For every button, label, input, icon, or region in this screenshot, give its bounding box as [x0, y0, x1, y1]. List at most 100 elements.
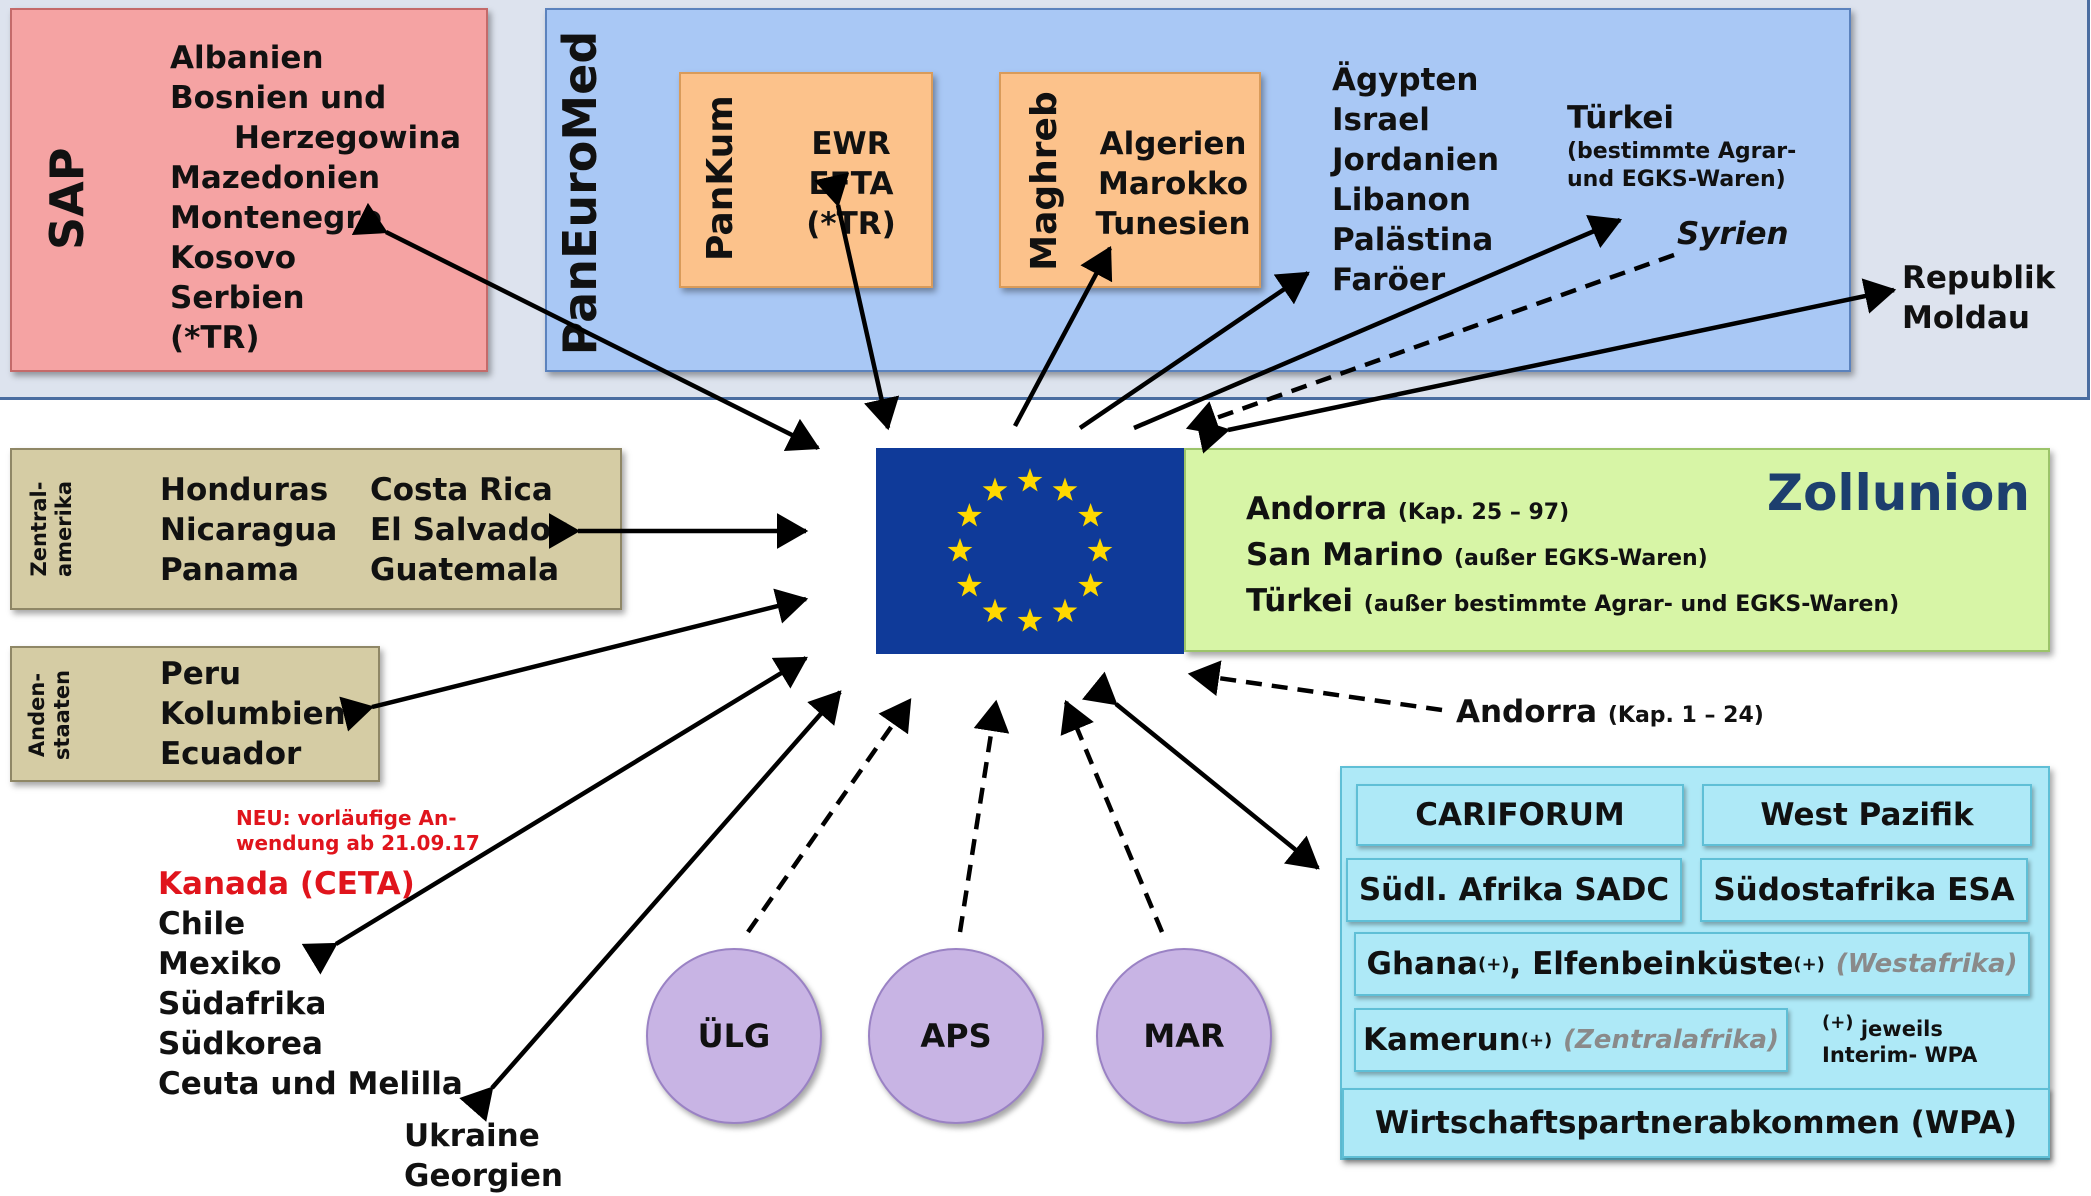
zentralamerika-col2: Costa Rica El Salvador Guatemala: [370, 470, 566, 590]
sap-country: Albanien: [170, 40, 324, 76]
andorra-kap-label: Andorra (Kap. 1 – 24): [1456, 694, 1764, 730]
zentralamerika-label: Zentral- amerika: [27, 481, 76, 577]
sap-country: Serbien: [170, 280, 305, 316]
pankum-label: PanKum: [700, 95, 741, 261]
zentralafrika-box: Kamerun(+) (Zentralafrika): [1354, 1008, 1788, 1072]
med-country: Jordanien: [1332, 142, 1500, 178]
interim-note: (+) jeweils Interim- WPA: [1822, 1012, 1978, 1067]
maghreb-member: Tunesien: [1095, 206, 1251, 242]
neu-note: NEU: vorläufige An- wendung ab 21.09.17: [236, 806, 480, 855]
za-country: Panama: [160, 552, 300, 588]
eu-star-icon: [1087, 538, 1113, 562]
zentralamerika-col1: Honduras Nicaragua Panama: [160, 470, 337, 590]
med-country: Ägypten: [1332, 62, 1479, 98]
kanada-label: Kanada (CETA): [158, 866, 415, 902]
maghreb-label: Maghreb: [1024, 91, 1065, 271]
zollunion-row: Andorra (Kap. 25 – 97): [1246, 491, 1570, 527]
mediterranean-country-list: Ägypten Israel Jordanien Libanon Palästi…: [1332, 60, 1499, 300]
zollunion-row: Türkei (außer bestimmte Agrar- und EGKS-…: [1246, 583, 1900, 619]
fta-country: Südafrika: [158, 986, 327, 1022]
zollunion-box: Zollunion Andorra (Kap. 25 – 97) San Mar…: [1184, 448, 2050, 652]
med-country: Israel: [1332, 102, 1430, 138]
paneuromed-box: PanEuroMed PanKum EWR EFTA (*TR) Maghreb…: [545, 8, 1851, 372]
anden-country: Kolumbien: [160, 696, 346, 732]
za-country: El Salvador: [370, 512, 567, 548]
eu-star-icon: [1078, 503, 1103, 527]
sap-box: SAP Albanien Bosnien und Herzegowina Maz…: [10, 8, 488, 372]
sap-country: Mazedonien: [170, 160, 381, 196]
andenstaaten-box: Anden- staaten Peru Kolumbien Ecuador: [10, 646, 380, 782]
eu-star-icon: [957, 503, 982, 527]
arrow-mar: [1060, 699, 1165, 933]
eu-star-icon: [1078, 573, 1103, 597]
aps-circle: APS: [868, 948, 1044, 1124]
westafrika-box: Ghana(+), Elfenbeinküste(+) (Westafrika): [1354, 932, 2030, 996]
zollunion-row: San Marino (außer EGKS-Waren): [1246, 537, 1708, 573]
fta-country: Mexiko: [158, 946, 282, 982]
mar-circle: MAR: [1096, 948, 1272, 1124]
wpa-title-box: Wirtschaftspartnerabkommen (WPA): [1342, 1088, 2050, 1158]
anden-country: Ecuador: [160, 736, 302, 772]
eu-stars: [947, 468, 1113, 632]
eu-star-icon: [1017, 468, 1043, 492]
eu-star-icon: [1052, 477, 1078, 501]
moldau-line: Republik: [1902, 260, 2056, 296]
ukraine-label: Ukraine: [404, 1118, 540, 1154]
uelg-circle: ÜLG: [646, 948, 822, 1124]
fta-country: Chile: [158, 906, 246, 942]
maghreb-member: Algerien: [1099, 126, 1247, 162]
med-country: Palästina: [1332, 222, 1494, 258]
sadc-box: Südl. Afrika SADC: [1346, 858, 1682, 922]
tuerkei-note-2: und EGKS-Waren): [1567, 167, 1786, 192]
tuerkei-note-1: (bestimmte Agrar-: [1567, 139, 1797, 164]
pankum-member: (*TR): [806, 206, 896, 242]
andenstaaten-list: Peru Kolumbien Ecuador: [160, 654, 346, 774]
arrow-andorra-kap: [1187, 660, 1443, 713]
za-country: Nicaragua: [160, 512, 338, 548]
pankum-member: EWR: [811, 126, 891, 162]
eu-star-icon: [957, 573, 982, 597]
maghreb-box: Maghreb Algerien Marokko Tunesien: [999, 72, 1261, 288]
esa-box: Südostafrika ESA: [1700, 858, 2028, 922]
andenstaaten-label: Anden- staaten: [25, 669, 74, 761]
eu-star-icon: [982, 477, 1008, 501]
sap-country: (*TR): [170, 320, 260, 356]
zollunion-list: Andorra (Kap. 25 – 97) San Marino (außer…: [1246, 488, 1899, 626]
arrow-aps: [957, 699, 1010, 933]
za-country: Costa Rica: [370, 472, 553, 508]
med-country: Libanon: [1332, 182, 1471, 218]
sap-country: Kosovo: [170, 240, 297, 276]
pankum-member: EFTA: [808, 166, 894, 202]
arrow-uelg: [746, 698, 912, 934]
zentralamerika-box: Zentral- amerika Honduras Nicaragua Pana…: [10, 448, 622, 610]
arrow-wpa: [1081, 671, 1320, 870]
eu-star-icon: [1017, 608, 1043, 632]
georgien-label: Georgien: [404, 1158, 563, 1194]
moldau-label: Republik Moldau: [1902, 258, 2055, 338]
med-country: Faröer: [1332, 262, 1446, 298]
fta-country-list: Kanada (CETA) Chile Mexiko Südafrika Süd…: [158, 864, 463, 1104]
sap-label: SAP: [40, 147, 94, 250]
za-country: Guatemala: [370, 552, 560, 588]
tuerkei-name: Türkei: [1567, 100, 1674, 136]
zollunion-title: Zollunion: [1766, 464, 2030, 522]
eu-star-icon: [1052, 598, 1078, 623]
tuerkei-paneuromed: Türkei (bestimmte Agrar- und EGKS-Waren): [1567, 98, 1796, 194]
sap-country: Montenegro: [170, 200, 382, 236]
paneuromed-label: PanEuroMed: [553, 30, 607, 356]
maghreb-member: Marokko: [1097, 166, 1249, 202]
west-pazifik-box: West Pazifik: [1702, 784, 2032, 846]
pankum-member-list: EWR EFTA (*TR): [791, 124, 911, 244]
fta-country: Ceuta und Melilla: [158, 1066, 463, 1102]
eu-star-icon: [982, 598, 1008, 623]
anden-country: Peru: [160, 656, 242, 692]
sap-country-list: Albanien Bosnien und Herzegowina Mazedon…: [170, 38, 461, 358]
fta-country: Südkorea: [158, 1026, 323, 1062]
maghreb-member-list: Algerien Marokko Tunesien: [1093, 124, 1253, 244]
cariforum-box: CARIFORUM: [1356, 784, 1684, 846]
eu-star-icon: [947, 538, 973, 562]
pankum-box: PanKum EWR EFTA (*TR): [679, 72, 933, 288]
moldau-line: Moldau: [1902, 300, 2030, 336]
sap-country: Herzegowina: [234, 120, 462, 156]
eu-flag-icon: [876, 448, 1184, 654]
